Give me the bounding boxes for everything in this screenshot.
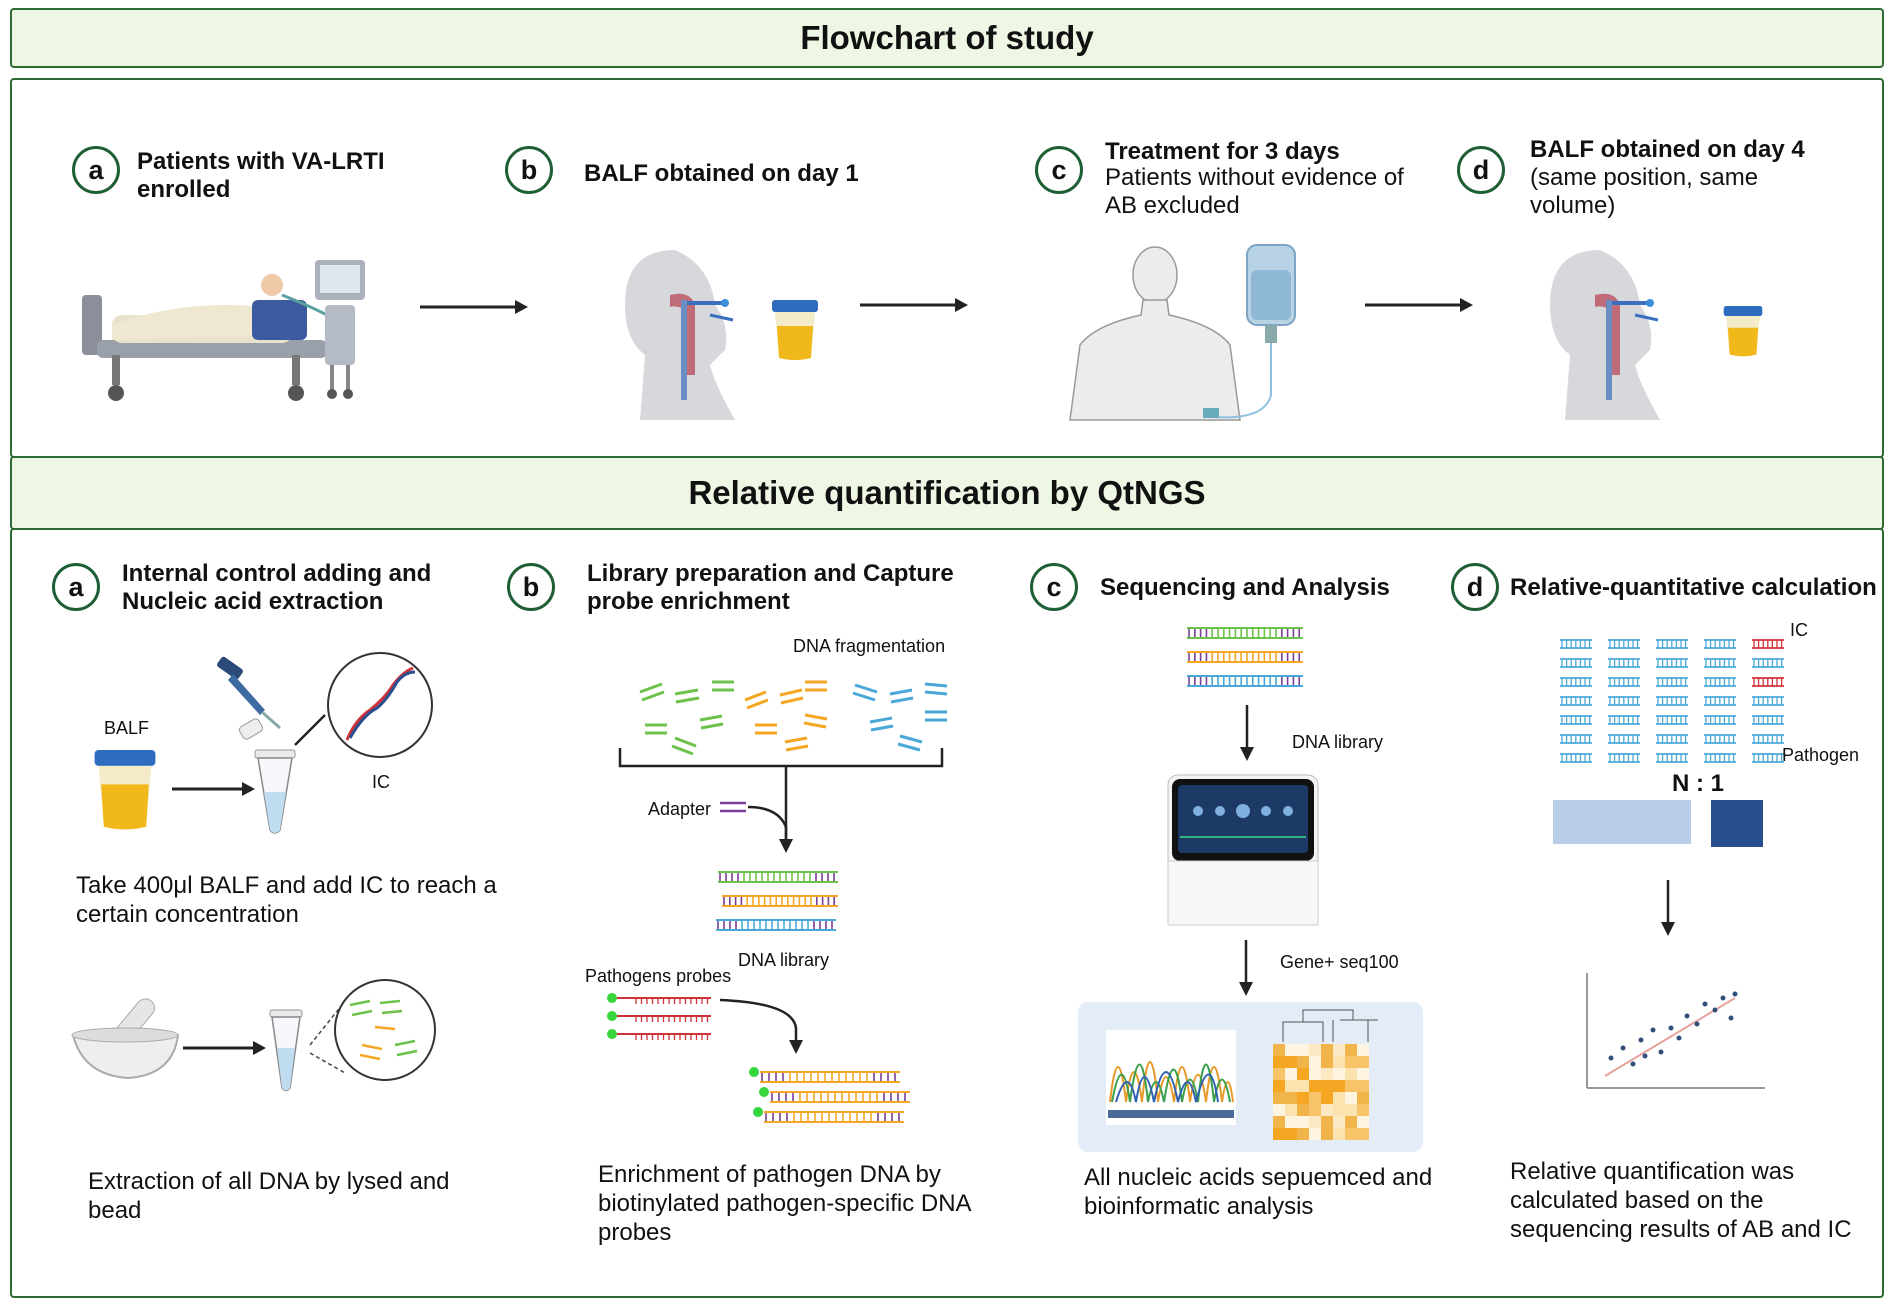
sequencer-label: Gene+ seq100: [1280, 952, 1399, 972]
arrow-library-to-sequencer: [1240, 705, 1254, 761]
head-profile-icon-day4: [1550, 250, 1660, 420]
pipette-icon: [217, 656, 281, 730]
qtngs-title-banner: Relative quantification by QtNGS: [10, 456, 1884, 530]
arrow-mortar-to-tube: [183, 1041, 266, 1055]
step-c-subtitle: Patients without evidence of AB excluded: [1105, 164, 1404, 219]
flowchart-title: Flowchart of study: [800, 19, 1094, 56]
dna-library-label-seq: DNA library: [1292, 732, 1384, 752]
dna-library-icon: [716, 871, 838, 931]
qtngs-b-title: Library preparation and Capture probe en…: [587, 560, 954, 615]
scatter-plot-icon: [1586, 973, 1765, 1089]
flowchart-title-banner: Flowchart of study: [10, 8, 1884, 68]
ic-magnifier: [294, 652, 433, 758]
dna-library-icon-seq: [1187, 627, 1303, 687]
captured-library-icon: [749, 1067, 910, 1123]
balf-label: BALF: [104, 718, 150, 738]
qtngs-c-badge: c: [1030, 563, 1078, 611]
adapter-label: Adapter: [648, 799, 712, 819]
qtngs-panel: [10, 528, 1884, 1298]
sequencer-icon: [1167, 774, 1319, 926]
qtngs-b-text: Enrichment of pathogen DNA by biotinylat…: [598, 1161, 971, 1246]
specimen-cup-icon-day4: [1723, 306, 1763, 357]
probes-icon: [607, 993, 711, 1040]
specimen-cup-icon-balf: [94, 750, 156, 830]
step-d-title: BALF obtained on day 4: [1530, 136, 1805, 163]
qtngs-a-text1: Take 400μl BALF and add IC to reach a ce…: [76, 872, 497, 928]
step-a-title: Patients with VA-LRTI enrolled: [137, 148, 385, 203]
qtngs-d-badge: d: [1451, 563, 1499, 611]
step-d-subtitle: (same position, same volume): [1530, 164, 1759, 219]
arrow-a-to-b: [420, 300, 528, 314]
pathogen-bar: [1553, 800, 1691, 844]
ic-bar: [1711, 800, 1763, 847]
pathogens-probes-label: Pathogens probes: [585, 966, 732, 986]
hospital-bed-icon: [82, 274, 344, 401]
head-profile-icon: [625, 250, 735, 420]
step-b-badge: b: [505, 146, 553, 194]
qtngs-a-text2: Extraction of all DNA by lysed and bead: [88, 1168, 450, 1224]
ventilator-icon: [315, 260, 365, 399]
dna-fragments-magnifier: [309, 979, 436, 1081]
ic-count-label: IC: [1790, 620, 1808, 640]
step-b-title: BALF obtained on day 1: [584, 160, 859, 187]
ic-label: IC: [372, 772, 390, 792]
mortar-pestle-icon: [71, 998, 180, 1080]
patient-with-iv-icon: [1069, 244, 1296, 421]
qtngs-a-title: Internal control adding and Nucleic acid…: [122, 560, 432, 615]
arrow-balf-to-tube: [172, 782, 255, 796]
qtngs-a-badge: a: [52, 563, 100, 611]
dna-fragments-icon: [639, 680, 948, 756]
microtube-icon-lysis: [269, 1009, 303, 1092]
ratio-label: N : 1: [1672, 770, 1725, 797]
adapter-to-library-arrow: [720, 801, 793, 853]
qtngs-title: Relative quantification by QtNGS: [688, 474, 1206, 511]
arrow-c-to-d: [1365, 298, 1473, 312]
qtngs-c-text: All nucleic acids sepuemced and bioinfor…: [1084, 1164, 1433, 1220]
qtngs-c-title: Sequencing and Analysis: [1100, 574, 1390, 601]
dna-fragmentation-label: DNA fragmentation: [793, 636, 946, 656]
arrow-b-to-c: [860, 298, 968, 312]
dna-library-label: DNA library: [738, 950, 830, 970]
step-d-badge: d: [1457, 146, 1505, 194]
probe-to-capture-arrow: [719, 998, 803, 1054]
arrow-ratio-to-plot: [1661, 880, 1675, 936]
analysis-panel-icon: [1078, 1002, 1423, 1152]
read-counts-grid: [1560, 639, 1784, 763]
step-c-title: Treatment for 3 days: [1105, 138, 1340, 165]
arrow-sequencer-to-analysis: [1239, 940, 1253, 996]
pathogen-count-label: Pathogen: [1782, 745, 1860, 765]
qtngs-d-title: Relative-quantitative calculation: [1510, 574, 1877, 601]
microtube-icon: [238, 718, 296, 834]
specimen-cup-icon: [772, 300, 818, 360]
step-a-badge: a: [72, 146, 120, 194]
qtngs-b-badge: b: [507, 563, 555, 611]
qtngs-d-text: Relative quantification was calculated b…: [1510, 1158, 1852, 1243]
step-c-badge: c: [1035, 146, 1083, 194]
